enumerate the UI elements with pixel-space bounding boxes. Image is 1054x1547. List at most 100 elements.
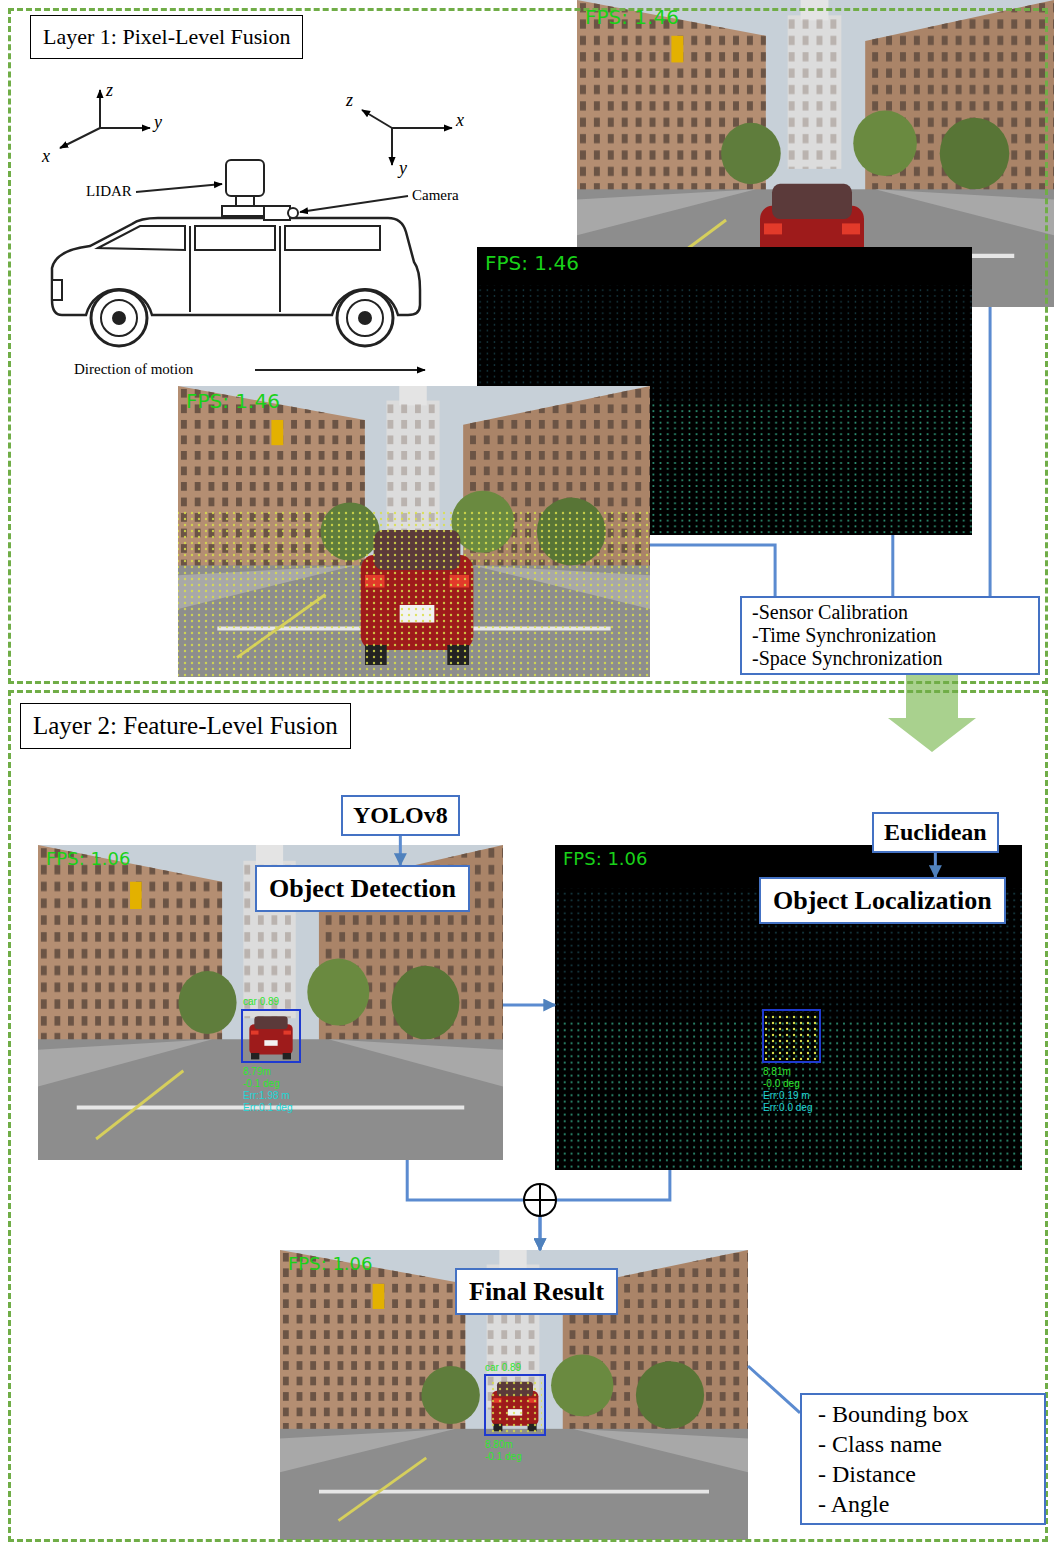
line-shape	[539, 1184, 541, 1216]
output-list-box: - Bounding box- Class name- Distance- An…	[800, 1393, 1046, 1525]
line-shape	[255, 369, 425, 371]
rect-shape	[195, 226, 275, 250]
node-text: Err:0.1 deg	[243, 1102, 292, 1114]
axis-label: x	[456, 110, 464, 132]
car-picture	[760, 184, 864, 303]
car-points	[488, 1378, 542, 1433]
flow-arrow	[888, 675, 976, 752]
fused-image: FPS: 1.46	[178, 386, 650, 677]
camera-image: FPS: 1.46	[577, 0, 1054, 307]
car-picture	[249, 1016, 292, 1059]
rect-shape	[222, 206, 272, 216]
node-text: 8.80m	[485, 1439, 513, 1451]
rect-shape	[264, 206, 290, 220]
line-shape	[60, 128, 100, 148]
stage-box: Object Localization	[759, 877, 1006, 924]
line-shape	[279, 226, 281, 312]
node-text: - Distance	[818, 1459, 1028, 1489]
line-shape	[362, 110, 392, 128]
node-text: car 0.89	[243, 996, 279, 1008]
node-text: FPS: 1.06	[563, 849, 648, 869]
node-text: Euclidean	[884, 818, 987, 847]
node-text: Err:1.98 m	[243, 1090, 290, 1102]
stage-box: Final Result	[455, 1268, 618, 1315]
node-text: Object Localization	[773, 885, 992, 916]
layer-region: Layer 2: Feature-Level FusionYOLOv8Eucli…	[8, 690, 1048, 1542]
rect-shape	[285, 226, 380, 250]
line-shape	[99, 90, 101, 128]
connector	[934, 853, 937, 877]
node-text: YOLOv8	[353, 801, 448, 830]
bounding-box	[485, 1375, 545, 1435]
node-text: Object Detection	[269, 873, 456, 904]
car-points	[765, 1012, 818, 1060]
lidar-image: FPS: 1.46	[477, 247, 972, 535]
step-list-box: -Sensor Calibration-Time Synchronization…	[740, 596, 1040, 675]
line-shape	[392, 127, 452, 129]
node-text: -0.0 deg	[763, 1078, 800, 1090]
bounding-box	[763, 1010, 820, 1062]
node-text: Err:0.0 deg	[763, 1102, 812, 1114]
node-text: Layer 1: Pixel-Level Fusion	[30, 15, 303, 59]
part-label: LIDAR	[86, 182, 132, 200]
path-shape	[52, 218, 420, 315]
node-text: FPS: 1.06	[288, 1254, 373, 1274]
method-box: YOLOv8	[341, 795, 460, 836]
node-text: - Class name	[818, 1429, 1028, 1459]
connector	[503, 1004, 555, 1007]
car-picture	[492, 1382, 539, 1432]
node-text: -0.1 deg	[243, 1078, 280, 1090]
connector	[989, 307, 992, 596]
bounding-box	[242, 1010, 300, 1062]
part-label: Direction of motion	[74, 360, 193, 378]
axis-label: z	[106, 80, 113, 102]
rect-shape	[226, 160, 264, 196]
circle-shape	[359, 312, 371, 324]
axis-label: y	[399, 158, 407, 180]
part-label: Camera	[412, 186, 459, 204]
camera-picture	[577, 0, 1054, 307]
vehicle-sketch	[52, 90, 452, 370]
node-text: 8.81m	[763, 1066, 791, 1078]
node-text: 8.79m	[243, 1066, 271, 1078]
circle-shape	[91, 290, 147, 346]
lidar-image: FPS: 1.06 8.81m-0.0 degErr:0.19 mErr:0.0 …	[555, 845, 1022, 1170]
node-text: car 0.89	[485, 1362, 521, 1374]
result-image: FPS: 1.06 car 0.89 8.80m-0.1 deg Final Resu…	[280, 1250, 748, 1540]
line-shape	[391, 128, 393, 165]
point-cloud-picture	[555, 845, 1022, 1170]
node-text: -Space Synchronization	[752, 647, 1028, 670]
line-shape	[100, 127, 150, 129]
circle-shape	[288, 208, 298, 218]
line-shape	[524, 1199, 556, 1201]
layer-region: Layer 1: Pixel-Level FusionFPS: 1.46 FPS:…	[8, 8, 1048, 684]
node-text: -0.1 deg	[485, 1451, 522, 1463]
connector	[540, 1170, 670, 1250]
line-shape	[189, 226, 191, 312]
node-text: FPS: 1.46	[186, 390, 280, 412]
connector	[891, 535, 894, 596]
rect-shape	[52, 280, 62, 300]
circle-shape	[113, 312, 125, 324]
stage-box: Object Detection	[255, 865, 470, 912]
circle-shape	[524, 1184, 556, 1216]
connector	[407, 1160, 540, 1250]
line-shape	[136, 184, 222, 192]
fused-picture	[178, 386, 650, 677]
path-shape	[98, 226, 185, 250]
sum-symbol	[524, 1184, 556, 1216]
node-text: Err:0.19 m	[763, 1090, 810, 1102]
camera-picture	[38, 845, 503, 1160]
car-picture	[361, 530, 474, 665]
node-text: - Angle	[818, 1489, 1028, 1519]
connector	[399, 836, 402, 865]
detection-image: FPS: 1.06car 0.898.79m-0.1 degErr:1.98 m…	[38, 845, 503, 1160]
circle-shape	[101, 300, 137, 336]
node-text: -Time Synchronization	[752, 624, 1028, 647]
axis-label: y	[154, 112, 162, 134]
projected-points	[178, 510, 650, 677]
node-text: Layer 2: Feature-Level Fusion	[20, 703, 351, 749]
node-text: - Bounding box	[818, 1399, 1028, 1429]
rect-shape	[236, 196, 254, 206]
